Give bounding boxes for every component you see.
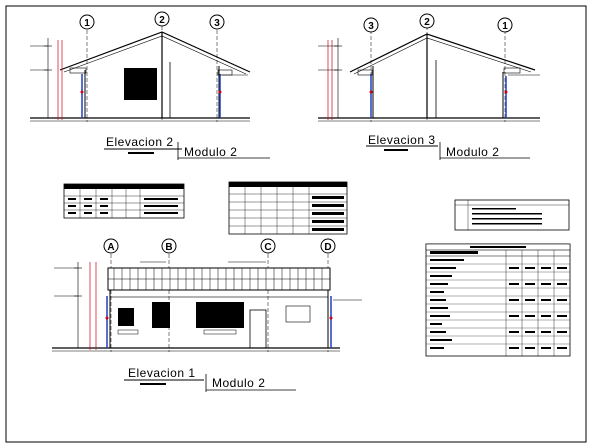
elevation-3-drawing: 3 2 1 (318, 13, 540, 122)
axis-label: 1 (84, 18, 90, 29)
schedule-table-right (228, 181, 348, 235)
elevation-2-module: Modulo 2 (184, 145, 238, 159)
axis-label: A (107, 242, 114, 253)
schedule-table-left (63, 183, 185, 219)
sheet-border (5, 5, 587, 443)
axis-bubble-1 (79, 14, 95, 30)
axis-bubble-a (103, 238, 119, 254)
axis-bubble-1 (497, 17, 513, 33)
axis-label: 2 (159, 15, 165, 26)
axis-label: 2 (424, 17, 430, 28)
axis-bubble-3 (209, 14, 225, 30)
window (118, 308, 134, 326)
axis-bubble-3 (363, 17, 379, 33)
axis-label: D (324, 242, 331, 253)
window (196, 302, 244, 328)
elevation-3-title: Elevacion 3 (368, 133, 436, 147)
axis-label: C (264, 242, 271, 253)
door (249, 309, 267, 349)
axis-bubble-2 (419, 13, 435, 29)
elevation-2-title: Elevacion 2 (106, 135, 174, 149)
elevation-2-drawing: 1 2 3 (30, 11, 251, 122)
legend-box (454, 199, 570, 231)
elevation-1-module: Modulo 2 (212, 376, 266, 390)
axis-bubble-2 (154, 11, 170, 27)
axis-bubble-c (260, 238, 276, 254)
axis-bubble-d (320, 238, 336, 254)
window (124, 68, 157, 100)
elevation-1-title: Elevacion 1 (128, 366, 196, 380)
axis-label: 1 (502, 21, 508, 32)
elevation-1-drawing: A B C D (52, 238, 362, 352)
window (152, 302, 170, 328)
quantity-table (425, 243, 571, 357)
axis-bubble-b (161, 238, 177, 254)
axis-label: B (165, 242, 172, 253)
axis-label: 3 (214, 18, 220, 29)
elevation-3-module: Modulo 2 (446, 145, 500, 159)
axis-label: 3 (368, 21, 374, 32)
